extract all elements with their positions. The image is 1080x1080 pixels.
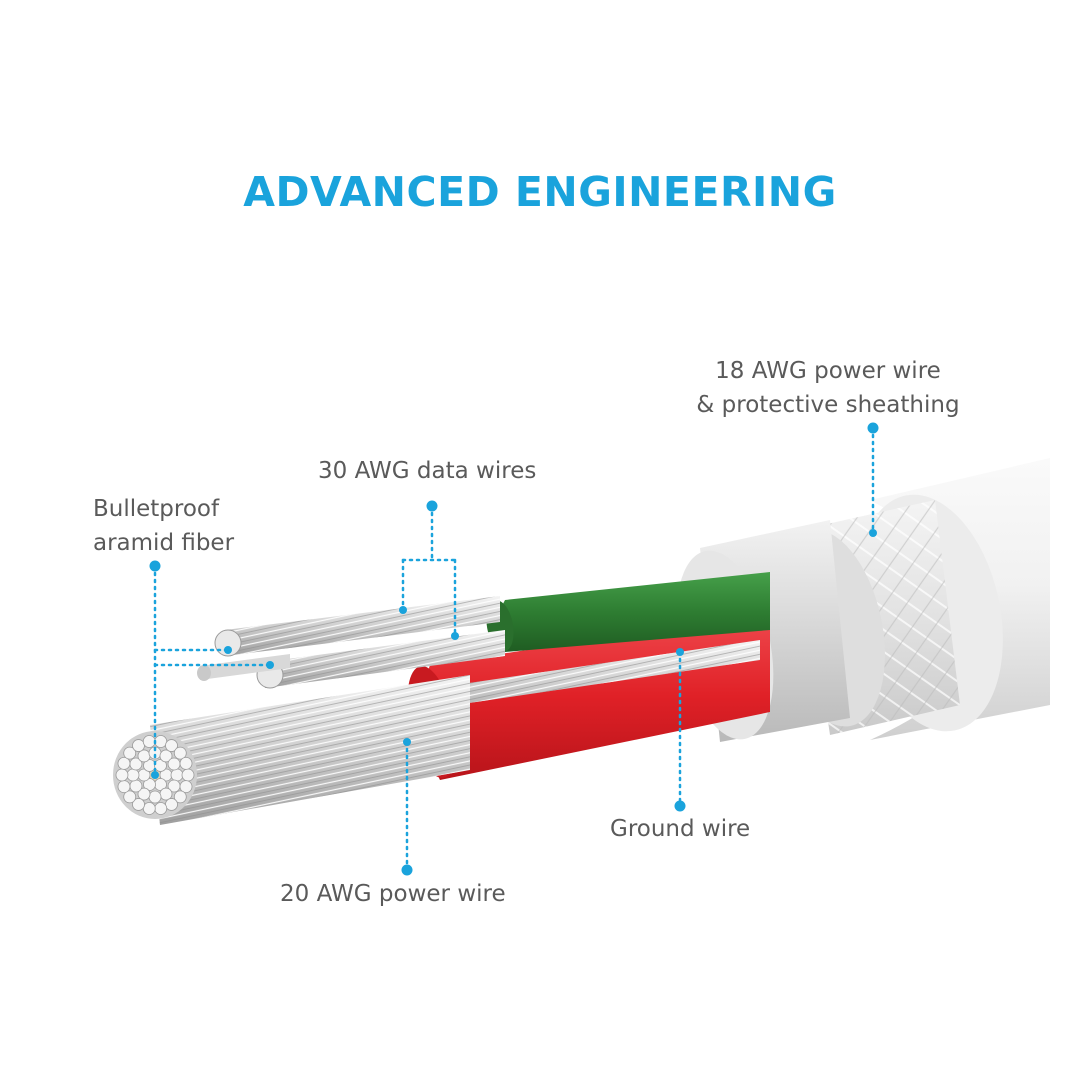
conductor-strand [181, 768, 195, 782]
conductor-strand [142, 735, 156, 748]
conductor-strand [129, 779, 143, 793]
callout-aramid-line1: Bulletproof [93, 496, 220, 522]
conductor-strand [173, 746, 187, 760]
data-target-dot-a [399, 606, 407, 614]
conductor-strand [137, 787, 151, 801]
conductor-strand [154, 802, 168, 815]
conductor-strand [117, 756, 131, 770]
power-conductor-end [113, 731, 197, 819]
callout-sheathing-line2: & protective sheathing [696, 392, 960, 418]
callout-data-wires: 30 AWG data wires [318, 454, 536, 488]
conductor-strand [159, 749, 173, 763]
callout-aramid-line2: aramid fiber [93, 530, 235, 556]
callout-leaders [149, 422, 879, 876]
callout-data-wires-line1: 30 AWG data wires [318, 458, 537, 484]
conductor-strand [148, 790, 162, 804]
conductor-strand [170, 768, 184, 782]
conductor-strand [132, 798, 145, 811]
conductor-strand [126, 768, 140, 782]
conductor-strand [154, 759, 167, 772]
aramid-target-dot-a [224, 646, 232, 654]
page-title: ADVANCED ENGINEERING [243, 168, 837, 216]
callout-ground: Ground wire [610, 812, 750, 846]
conductor-strand [143, 778, 156, 791]
conductor-strand [142, 802, 156, 815]
conductor-strand [154, 735, 168, 748]
conductor-strand [123, 746, 137, 760]
callout-power20-line1: 20 AWG power wire [280, 881, 506, 907]
sheathing-target-dot [869, 529, 877, 537]
aramid-fiber-bundle [200, 654, 290, 680]
aramid-target-dot-c [151, 771, 159, 779]
conductor-strand [165, 798, 178, 811]
ground-leader-dot [674, 800, 686, 812]
conductor-strand [115, 768, 129, 782]
data-target-dot-b [451, 632, 459, 640]
conductor-strand [179, 780, 193, 794]
green-insulation [497, 572, 770, 652]
aramid-target-dot-b [266, 661, 274, 669]
outer-jacket [870, 458, 1050, 740]
conductor-strand [132, 739, 145, 752]
callout-power20: 20 AWG power wire [280, 877, 506, 911]
conductor-strand [123, 790, 137, 804]
conductor-strand [165, 739, 178, 752]
conductor-strand [173, 790, 187, 804]
conductor-strand [167, 757, 181, 771]
callout-aramid: Bulletproof aramid fiber [93, 492, 234, 560]
power20-leader-dot [401, 864, 413, 876]
callout-sheathing-line1: 18 AWG power wire [715, 358, 941, 384]
conductor-strand [179, 756, 193, 770]
callout-sheathing: 18 AWG power wire & protective sheathing [683, 354, 973, 422]
callout-ground-line1: Ground wire [610, 816, 751, 842]
conductor-strand [117, 780, 131, 794]
